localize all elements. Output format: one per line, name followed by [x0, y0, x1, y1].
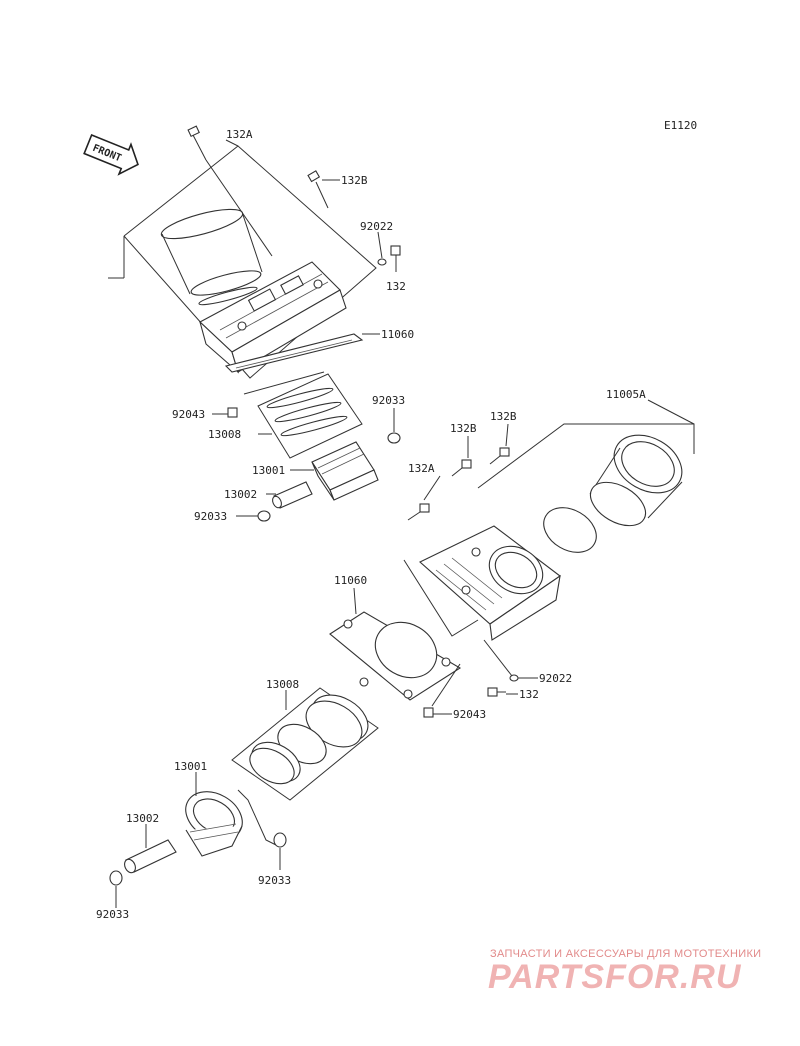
piston-pin-13002-front — [272, 481, 313, 509]
piston-13001-front — [311, 441, 379, 501]
callout-front-13001: 13001 — [252, 464, 285, 477]
bracket-rear-13008 — [231, 687, 379, 801]
watermark-logo: PARTSFOR.RU — [488, 958, 742, 996]
circlip-92033-front-top — [387, 432, 401, 444]
bolt-132B-front — [307, 170, 329, 209]
callout-rear-92033-right: 92033 — [258, 874, 291, 887]
bracket-front-13008 — [257, 373, 363, 459]
piston-13001-rear — [185, 791, 243, 857]
bracket-rear-11005A — [477, 423, 695, 489]
callout-front-92022: 92022 — [360, 220, 393, 233]
callout-rear-92033-left: 92033 — [96, 908, 129, 921]
callout-rear-11060: 11060 — [334, 574, 367, 587]
callout-front-92043: 92043 — [172, 408, 205, 421]
circlip-92033-front-bottom — [257, 510, 271, 522]
callout-front-13002: 13002 — [224, 488, 257, 501]
callout-rear-13008: 13008 — [266, 678, 299, 691]
washer-92022-front — [377, 258, 387, 266]
callout-front-92033-bot: 92033 — [194, 510, 227, 523]
callout-rear-13001: 13001 — [174, 760, 207, 773]
callout-rear-11005A: 11005A — [606, 388, 646, 401]
bolt-132A-front — [187, 125, 273, 257]
callout-rear-92022: 92022 — [539, 672, 572, 685]
bolt-132-rear — [487, 687, 506, 697]
bolt-132-front — [390, 245, 401, 272]
bolt-132B-rear-left — [451, 459, 472, 477]
gasket-11060-rear — [329, 611, 462, 701]
dowel-92043-rear — [423, 707, 434, 718]
washer-92022-rear — [509, 674, 519, 682]
callout-rear-132B-left: 132B — [450, 422, 477, 435]
callout-rear-13002: 13002 — [126, 812, 159, 825]
circlip-92033-rear-right — [273, 832, 287, 848]
piston-pin-13002-rear — [124, 839, 177, 874]
callout-rear-132: 132 — [519, 688, 539, 701]
callout-front-132B: 132B — [341, 174, 368, 187]
piston-rings-front — [243, 371, 348, 437]
callout-front-132A: 132A — [226, 128, 253, 141]
diagram-code: E1120 — [664, 119, 697, 132]
callout-rear-132A: 132A — [408, 462, 435, 475]
callout-rear-92043: 92043 — [453, 708, 486, 721]
callout-front-132: 132 — [386, 280, 406, 293]
bolt-132B-rear-right — [489, 447, 510, 465]
dowel-92043-front — [227, 407, 238, 418]
callout-front-11060: 11060 — [381, 328, 414, 341]
cylinder-sleeve-front — [160, 208, 263, 306]
cylinder-block-rear — [419, 525, 561, 641]
front-arrow-icon: FRONT — [83, 133, 139, 176]
callout-rear-132B-right: 132B — [490, 410, 517, 423]
cylinder-block-front — [198, 261, 347, 374]
callout-front-92033-top: 92033 — [372, 394, 405, 407]
watermark-tagline: ЗАПЧАСТИ И АКСЕССУАРЫ ДЛЯ МОТОТЕХНИКИ — [490, 948, 762, 960]
circlip-92033-rear-left — [109, 870, 123, 886]
cylinder-sleeve-rear — [543, 434, 683, 553]
callout-front-13008: 13008 — [208, 428, 241, 441]
piston-rings-rear — [249, 694, 369, 785]
bolt-132A-rear — [407, 503, 430, 521]
gasket-11060-front — [224, 333, 364, 373]
